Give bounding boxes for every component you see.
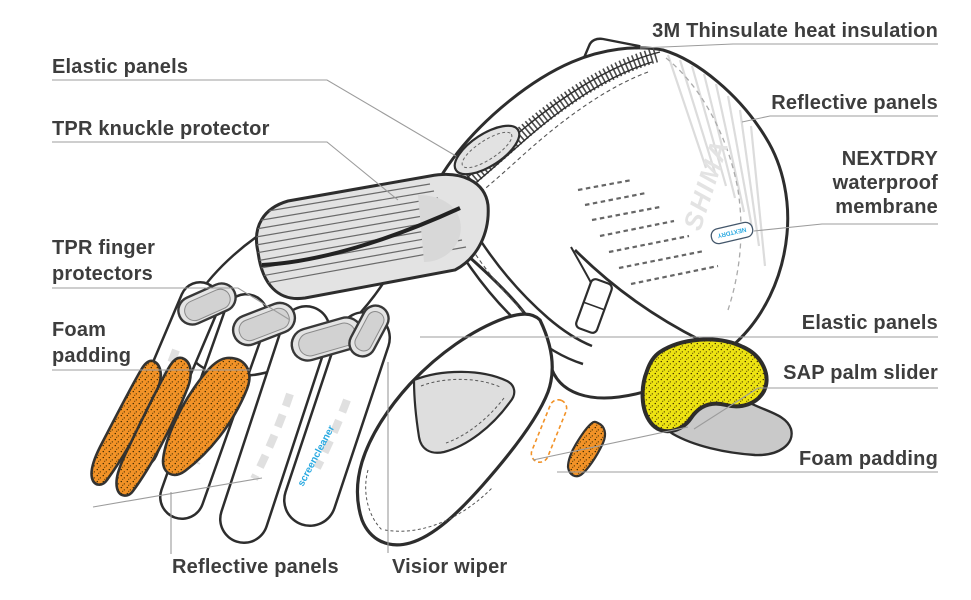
knuckle-protector bbox=[255, 173, 490, 301]
fingers bbox=[117, 281, 391, 544]
cuff-seam bbox=[574, 249, 703, 343]
visor-wiper-panel bbox=[412, 370, 516, 454]
tpr-finger-protectors bbox=[177, 282, 390, 362]
elastic-panel-wrist bbox=[453, 124, 521, 176]
label-foam-padding-right: Foam padding bbox=[798, 448, 938, 470]
label-tpr-finger-protectors: TPR finger protectors bbox=[52, 237, 156, 285]
label-sap-palm-slider: SAP palm slider bbox=[783, 362, 938, 384]
tpr-finger-protector bbox=[177, 282, 237, 326]
cuff-vent-marks bbox=[577, 178, 719, 286]
wrist-strap bbox=[570, 246, 613, 334]
label-visor-wiper: Visior wiper bbox=[392, 556, 508, 578]
leader-lines bbox=[52, 43, 938, 554]
label-reflective-panels-right: Reflective panels bbox=[771, 92, 938, 114]
sap-palm-slider bbox=[640, 337, 793, 457]
cuff-reflective-hatch bbox=[665, 54, 767, 311]
label-nextdry-membrane: NEXTDRY waterproof membrane bbox=[832, 148, 938, 218]
membrane-tag: NEXTDRY bbox=[710, 221, 754, 245]
label-elastic-panels-right: Elastic panels bbox=[801, 312, 938, 334]
label-foam-padding-left: Foam padding bbox=[52, 319, 132, 367]
finger-index bbox=[283, 311, 391, 527]
label-reflective-panels-bottom: Reflective panels bbox=[172, 556, 339, 578]
tpr-finger-protector bbox=[348, 304, 390, 358]
foam-padding-strips bbox=[90, 356, 251, 497]
label-tpr-knuckle-protector: TPR knuckle protector bbox=[52, 118, 270, 140]
label-3m-thinsulate: 3M Thinsulate heat insulation bbox=[652, 20, 938, 42]
label-elastic-panels-top: Elastic panels bbox=[52, 56, 189, 78]
